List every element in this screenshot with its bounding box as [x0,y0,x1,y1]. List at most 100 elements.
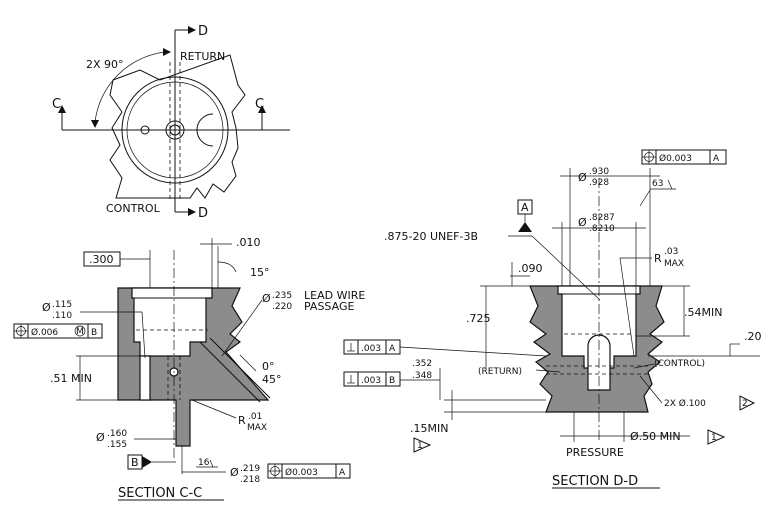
section-c-arrowhead-right [258,105,266,113]
return-label: RETURN [180,50,225,63]
dia-115-leader-2 [141,311,146,359]
datum-b-triangle [142,456,152,468]
dia-928: .928 [589,178,609,188]
datum-a-triangle [518,222,532,232]
flag-1a-box [413,437,432,453]
finish-63-tick [667,179,673,190]
thread-note: .875-20 UNEF-3B [384,230,478,243]
flag-2: 2 [742,399,748,409]
dia-8210: .8210 [589,224,615,234]
section-dd-title: SECTION D-D [552,474,638,489]
datum-a-ref-dd: A [713,154,720,164]
radius-03: .03 [664,247,678,257]
top-view-outline [109,54,246,199]
section-d-arrowhead-top [188,26,196,34]
dim-51-min: .51 MIN [50,372,92,385]
finish-16: 16 [198,458,210,468]
pos-tol-006: Ø.006 [31,327,58,338]
section-dd: Ø .930 .928 Ø0.003 A 63 A Ø .8287 .8210 … [343,149,762,489]
section-letter-d-top: D [198,24,208,39]
datum-b: B [131,456,139,469]
perp-tol-b: .003 [361,376,381,386]
pos-tol-003-cc: Ø0.003 [285,467,318,478]
datum-b-ref: B [91,328,97,338]
finish-63: 63 [652,179,663,189]
dim-20: .20 [744,330,762,343]
dim-010: .010 [236,236,261,249]
section-letter-c-left: C [52,97,61,112]
perp-datum-b: B [389,376,395,386]
dim-090: .090 [518,262,543,275]
perp-datum-a: A [389,344,396,354]
section-d-arrowhead-bottom [188,208,196,216]
dim-300: .300 [89,253,114,266]
flag-1a: 1 [417,441,423,451]
dim-15-min: .15MIN [410,422,448,435]
section-letter-d-bottom: D [198,206,208,221]
angle-arc-arrow-top [163,48,171,56]
radius-01-max: MAX [247,423,267,433]
section-letter-c-right: C [255,97,264,112]
thread-leader [531,235,601,301]
section-cc: .300 .010 15° Ø .115 .110 Ø.006 M B Ø .2… [13,236,365,501]
perp-a-leader [399,346,547,357]
radius-03-max: MAX [664,259,684,269]
datum-a: A [521,201,529,214]
control-leader [633,363,655,369]
angle-45-leader [239,354,257,372]
section-cc-lead-passage [139,355,151,401]
dim-725: .725 [466,312,491,325]
dim-352: .352 [412,359,432,369]
control-label-dd: (CONTROL) [654,359,705,369]
finish-16-tick [209,459,214,468]
top-view: D D C C 2X 90° RETURN CONTROL [52,24,290,221]
section-cc-title: SECTION C-C [118,486,202,501]
return-label-dd: (RETURN) [478,367,522,377]
lead-wire-text: LEAD WIRE [304,289,365,302]
lead-wire-leader [221,299,263,357]
dia-115: .115 [52,300,72,310]
return-leader [535,369,561,373]
mmc-icon [74,325,86,337]
dia-50-min: Ø.50 MIN [630,430,681,443]
angle-arc [94,51,166,123]
mmc-symbol: M [76,327,84,337]
dia-100-leader [639,375,663,404]
angle-15: 15° [250,266,270,279]
angle-arc-arrow-left [91,120,99,128]
dia-930: .930 [589,167,609,177]
dia-219: .219 [240,464,260,474]
flag-2-box [739,395,756,411]
flag-1b-box [707,429,726,445]
radius-01-r: R [238,414,246,427]
angle-15-arc [217,261,237,273]
section-cc-angled-passage [199,341,261,403]
dia-115-prefix: Ø [42,301,51,314]
lead-wire-220: .220 [272,302,292,312]
radius-03-r: R [654,252,662,265]
dia-8287: .8287 [589,213,615,223]
datum-a-ref-cc: A [339,468,346,478]
passage-text: PASSAGE [304,300,354,313]
section-cc-angled-passage-2 [209,337,271,399]
finish-63-leader [639,189,651,207]
dia-155: .155 [107,440,127,450]
dia-160-prefix: Ø [96,431,105,444]
lead-wire-235: .235 [272,291,292,301]
angle-45: 45° [262,373,282,386]
lead-wire-prefix: Ø [262,292,271,305]
dim-54-min: .54MIN [684,306,722,319]
pos-tol-003-dd: Ø0.003 [659,153,692,164]
dia-110: .110 [52,311,72,321]
angle-0: 0° [262,360,275,373]
dia-8287-prefix: Ø [578,216,587,229]
radius-01: .01 [248,412,262,422]
pressure-label: PRESSURE [566,446,624,459]
dim-348: .348 [412,371,432,381]
dia-100-note: 2X Ø.100 [664,398,706,409]
dia-219-prefix: Ø [230,466,239,479]
flag-1b: 1 [711,433,717,443]
angle-note: 2X 90° [86,58,124,71]
radius-03-leader [619,257,635,357]
